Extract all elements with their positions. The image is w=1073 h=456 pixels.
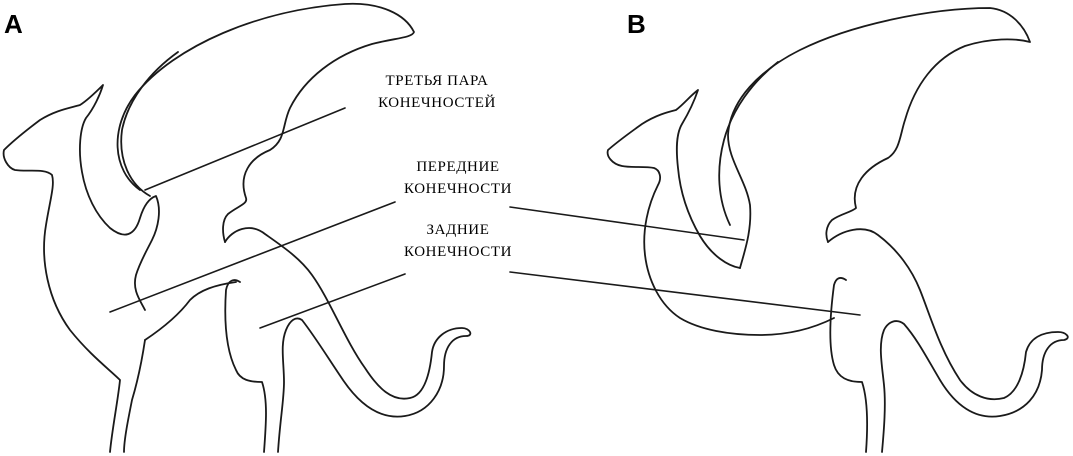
label-hind-line2: КОНЕЧНОСТИ: [404, 244, 512, 260]
leader-a-front: [109, 201, 396, 313]
dragon-a-body-front: [224, 227, 472, 453]
panel-letter-a: A: [4, 9, 23, 39]
dragon-a-inner-wing-edge: [120, 51, 179, 197]
label-third-pair-line1: ТРЕТЬЯ ПАРА: [386, 73, 489, 89]
dragon-a-hind-leg: [224, 279, 267, 453]
leader-a-third-pair: [144, 107, 346, 191]
dragon-a-head-neck: [2, 84, 160, 453]
dragon-b-inner-wing-edge: [718, 61, 779, 226]
dragon-a-wing: [116, 2, 415, 243]
panel-b: B: [509, 7, 1069, 453]
dragon-b-body: [827, 228, 1069, 453]
label-third-pair-line2: КОНЕЧНОСТЕЙ: [378, 94, 496, 111]
panel-a: A: [2, 2, 472, 453]
labels: ТРЕТЬЯ ПАРА КОНЕЧНОСТЕЙ ПЕРЕДНИЕ КОНЕЧНО…: [378, 73, 512, 260]
label-hind-line1: ЗАДНИЕ: [426, 222, 489, 238]
leader-b-front: [509, 206, 745, 241]
dragon-a-belly: [144, 281, 237, 341]
dragon-b-belly-front: [606, 89, 835, 336]
label-front-line2: КОНЕЧНОСТИ: [404, 181, 512, 197]
dragon-b-hind-leg: [829, 277, 869, 453]
label-front-line1: ПЕРЕДНИЕ: [416, 159, 499, 175]
leader-a-hind: [259, 273, 406, 329]
panel-letter-b: B: [627, 9, 646, 39]
dragon-b-wing: [727, 7, 1031, 269]
leader-b-hind: [509, 271, 861, 316]
